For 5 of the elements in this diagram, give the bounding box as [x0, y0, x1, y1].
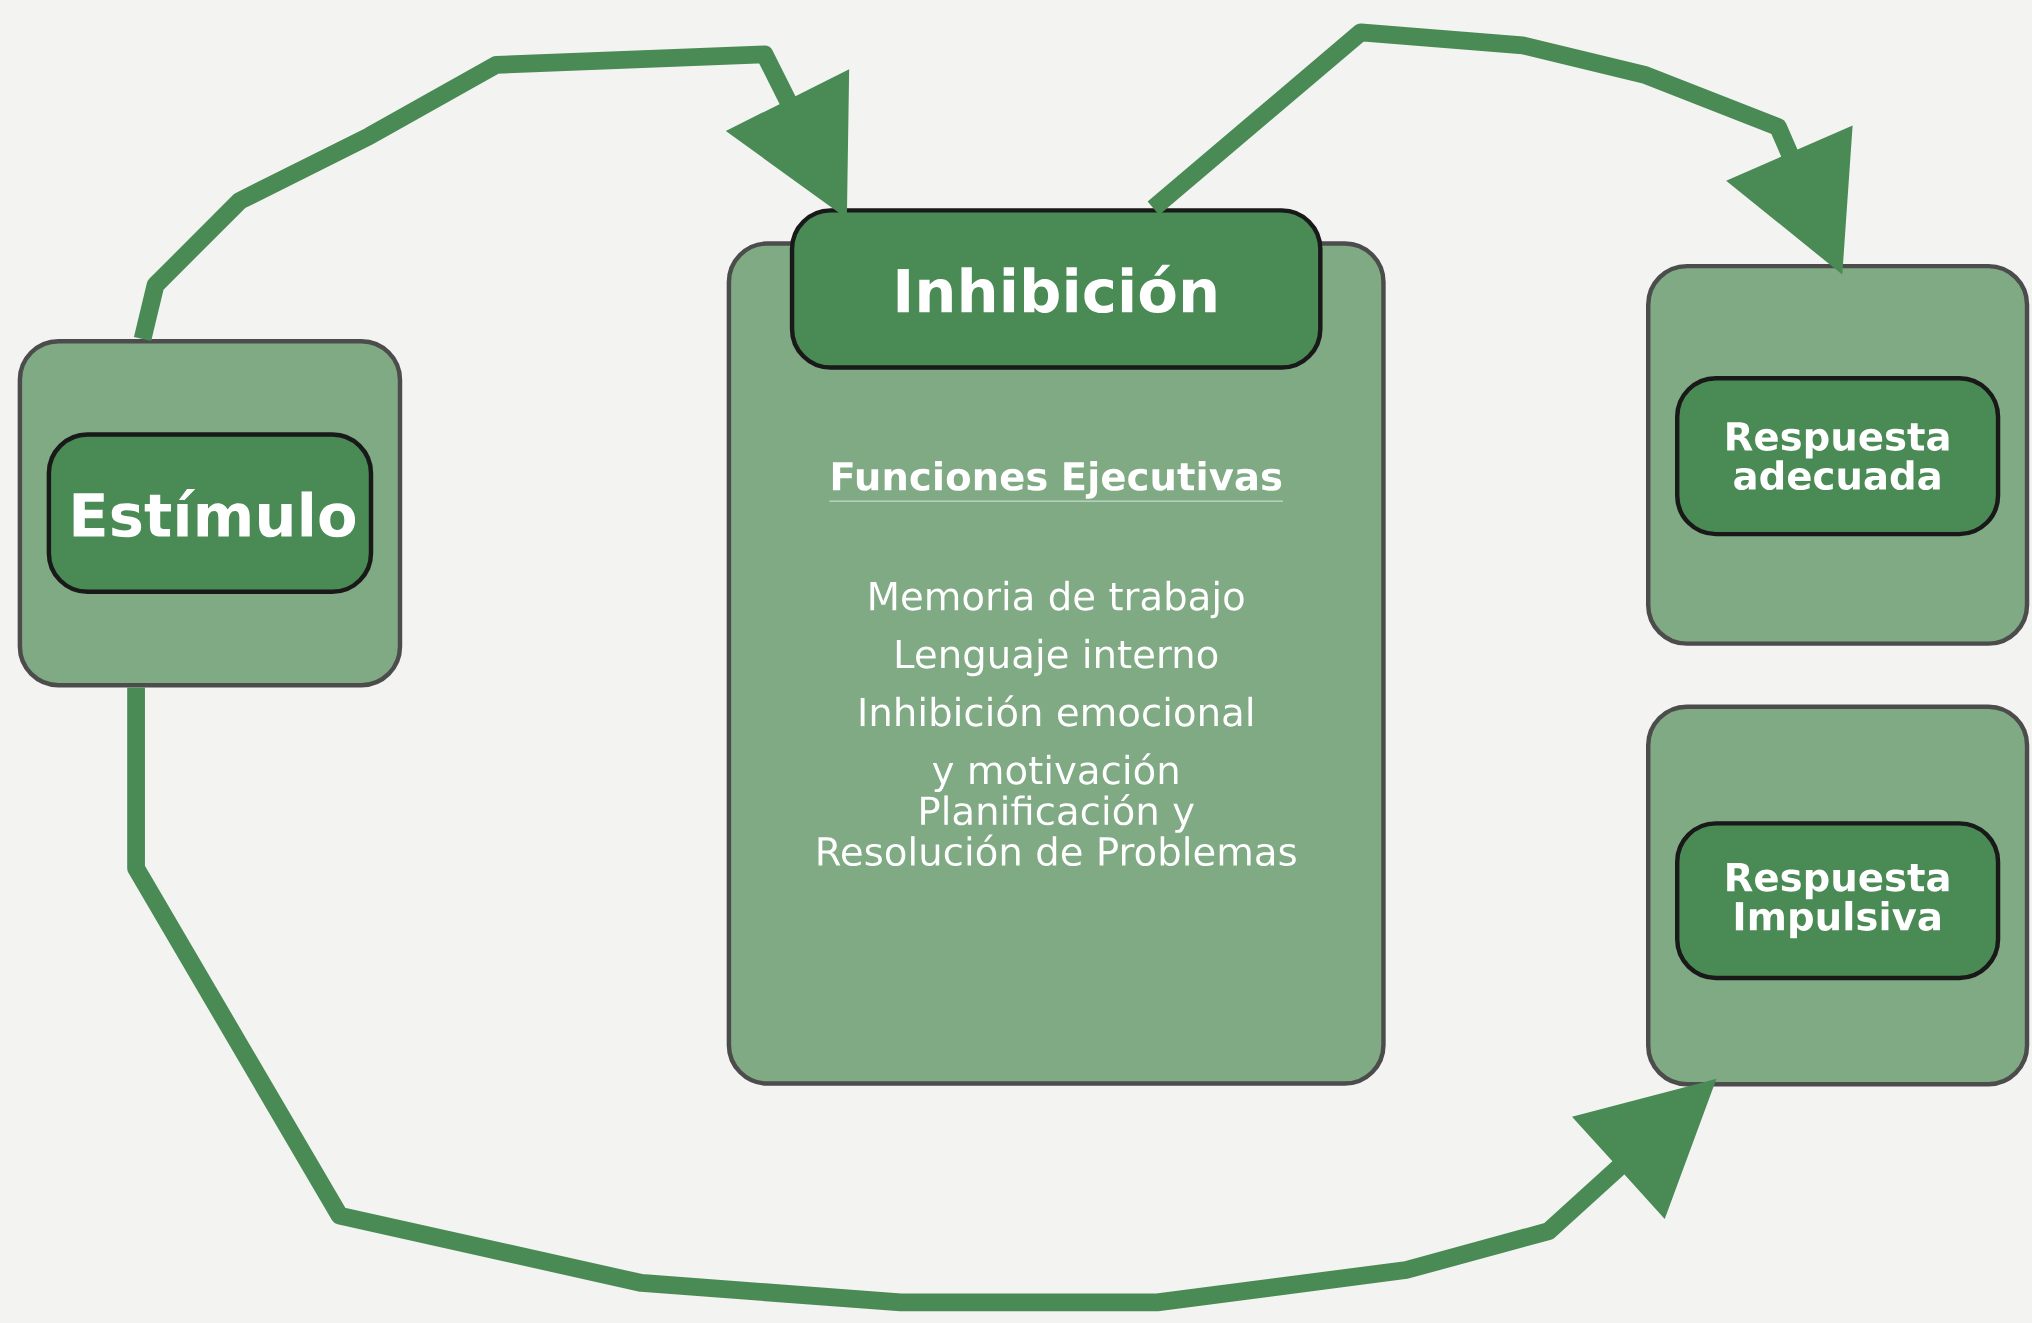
- label-box: Estímulo: [46, 432, 374, 594]
- arrow: [133, 45, 850, 341]
- label-box: Respuesta adecuada: [1675, 375, 2001, 537]
- label-box: Respuesta Impulsiva: [1675, 821, 2001, 981]
- label-box: Inhibición: [789, 208, 1323, 370]
